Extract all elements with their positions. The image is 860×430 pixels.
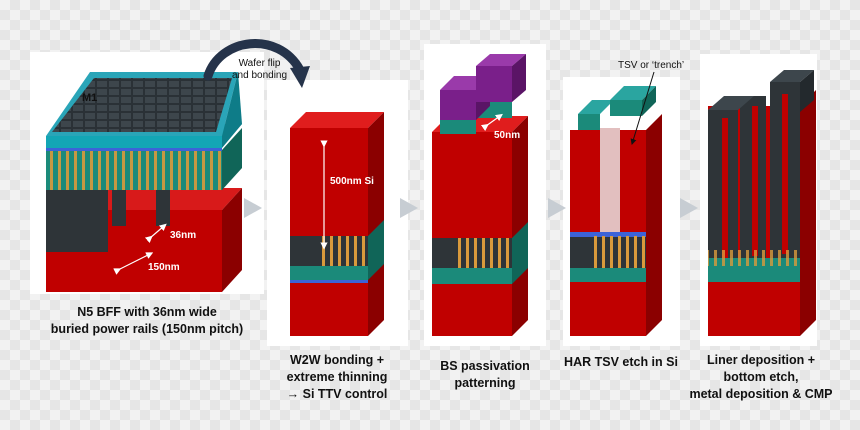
- chevron-3: [548, 198, 566, 218]
- step5-structure: [708, 70, 816, 336]
- step5-caption-line: Liner deposition +: [707, 353, 815, 367]
- nm50-label: 50nm: [494, 130, 521, 141]
- step2-caption: W2W bonding + extreme thinning → Si TTV …: [262, 352, 412, 403]
- flip-label-line1: Wafer flip: [238, 58, 281, 69]
- step1-caption-line: N5 BFF with 36nm wide: [77, 305, 217, 319]
- step2-caption-line: → Si TTV control: [286, 387, 388, 401]
- chevron-1: [244, 198, 262, 218]
- step5-caption-line: bottom etch,: [723, 370, 799, 384]
- step4-structure: [570, 71, 662, 336]
- step4-caption-line: HAR TSV etch in Si: [564, 355, 678, 369]
- step3-caption-line: BS passivation: [440, 359, 530, 373]
- step4-caption: HAR TSV etch in Si: [556, 354, 686, 371]
- si-500nm-label: 500nm Si: [330, 176, 374, 187]
- flip-label-line2: and bonding: [232, 70, 288, 81]
- width-36nm-label: 36nm: [170, 230, 197, 241]
- step1-caption-line: buried power rails (150nm pitch): [50, 322, 244, 336]
- step2-structure: [290, 112, 384, 336]
- step5-caption: Liner deposition + bottom etch, metal de…: [686, 352, 836, 403]
- step3-caption-line: patterning: [454, 376, 516, 390]
- chevron-2: [400, 198, 418, 218]
- step1-structure: [46, 72, 242, 292]
- pitch-150nm-label: 150nm: [148, 262, 180, 273]
- step3-caption: BS passivation patterning: [420, 358, 550, 392]
- tsv-label: TSV or ‘trench’: [618, 60, 685, 71]
- step2-caption-line: W2W bonding +: [289, 353, 385, 367]
- step5-caption-line: metal deposition & CMP: [689, 387, 833, 401]
- chevron-4: [680, 198, 698, 218]
- step2-caption-line: extreme thinning: [286, 370, 388, 384]
- m1-label: M1: [82, 92, 98, 104]
- flip-arrow: [203, 39, 305, 81]
- step3-structure: [432, 54, 528, 336]
- flip-label: Wafer flip and bonding: [232, 58, 287, 82]
- step1-caption: N5 BFF with 36nm wide buried power rails…: [22, 304, 272, 338]
